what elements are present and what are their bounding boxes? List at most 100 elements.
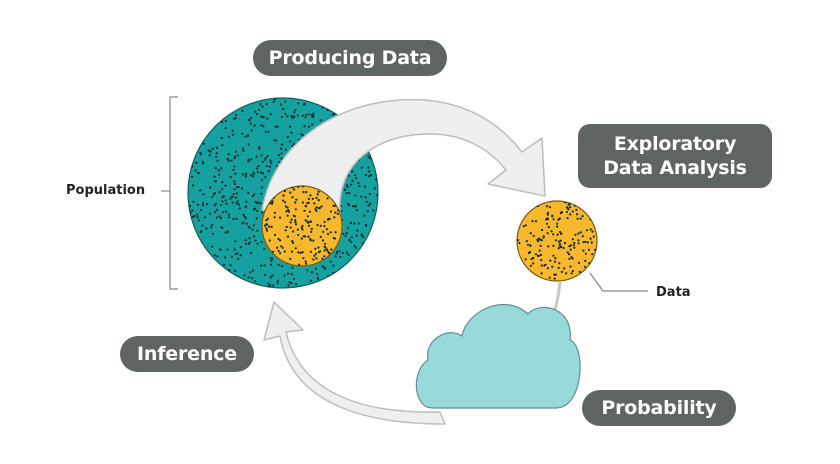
- speckle-dot: [583, 265, 587, 268]
- speckle-dot: [357, 181, 360, 185]
- speckle-dot: [285, 225, 288, 229]
- speckle-dot: [245, 200, 248, 203]
- speckle-dot: [368, 157, 371, 160]
- speckle-dot: [291, 266, 294, 269]
- speckle-dot: [232, 168, 235, 171]
- speckle-dot: [244, 174, 247, 177]
- speckle-dot: [234, 240, 237, 243]
- speckle-dot: [256, 113, 259, 116]
- speckle-dot: [231, 129, 234, 132]
- speckle-dot: [284, 112, 287, 115]
- speckle-dot: [552, 233, 555, 236]
- speckle-dot: [294, 208, 297, 211]
- speckle-dot: [331, 113, 334, 116]
- speckle-dot: [301, 228, 304, 231]
- speckle-dot: [322, 230, 325, 233]
- speckle-dot: [365, 200, 368, 203]
- speckle-dot: [571, 238, 574, 241]
- speckle-dot: [263, 247, 266, 251]
- speckle-dot: [537, 254, 540, 257]
- speckle-dot: [253, 124, 256, 127]
- speckle-dot: [321, 257, 324, 260]
- speckle-dot: [232, 217, 235, 221]
- speckle-dot: [266, 223, 269, 226]
- speckle-dot: [226, 248, 229, 251]
- speckle-dot: [209, 186, 212, 189]
- speckle-dot: [350, 236, 353, 239]
- speckle-dot: [273, 216, 276, 219]
- speckle-dot: [575, 208, 578, 211]
- speckle-dot: [566, 217, 569, 220]
- speckle-dot: [579, 217, 582, 220]
- speckle-dot: [568, 253, 571, 256]
- speckle-dot: [293, 111, 296, 114]
- speckle-dot: [285, 210, 288, 213]
- speckle-dot: [270, 161, 273, 164]
- speckle-dot: [518, 241, 521, 245]
- speckle-dot: [279, 147, 283, 150]
- speckle-dot: [218, 215, 221, 218]
- speckle-dot: [323, 255, 326, 258]
- speckle-dot: [276, 125, 279, 128]
- speckle-dot: [286, 235, 290, 238]
- speckle-dot: [210, 196, 214, 199]
- speckle-dot: [546, 211, 550, 214]
- speckle-dot: [215, 208, 218, 211]
- speckle-dot: [252, 224, 255, 227]
- speckle-dot: [233, 165, 236, 168]
- speckle-dot: [235, 192, 238, 195]
- speckle-dot: [326, 249, 329, 252]
- speckle-dot: [211, 223, 214, 227]
- speckle-dot: [194, 169, 197, 172]
- speckle-dot: [244, 135, 247, 138]
- speckle-dot: [232, 193, 235, 196]
- speckle-dot: [369, 202, 372, 205]
- speckle-dot: [216, 255, 219, 258]
- speckle-dot: [208, 212, 211, 215]
- speckle-dot: [551, 215, 554, 218]
- speckle-dot: [199, 231, 202, 234]
- speckle-dot: [530, 257, 533, 261]
- speckle-dot: [225, 202, 228, 205]
- speckle-dot: [241, 109, 244, 112]
- speckle-dot: [280, 245, 283, 248]
- speckle-dot: [286, 214, 289, 217]
- speckle-dot: [556, 233, 559, 236]
- speckle-dot: [338, 250, 341, 253]
- speckle-dot: [193, 214, 196, 217]
- speckle-dot: [553, 260, 557, 263]
- speckle-dot: [311, 115, 314, 118]
- speckle-dot: [566, 251, 569, 254]
- speckle-dot: [557, 218, 560, 221]
- speckle-dot: [319, 224, 322, 227]
- speckle-dot: [251, 194, 254, 198]
- speckle-dot: [349, 221, 352, 225]
- speckle-dot: [261, 160, 264, 163]
- speckle-dot: [243, 274, 246, 277]
- speckle-dot: [536, 238, 539, 241]
- speckle-dot: [358, 184, 361, 188]
- speckle-dot: [569, 206, 572, 209]
- speckle-dot: [247, 158, 250, 161]
- speckle-dot: [345, 251, 348, 254]
- speckle-dot: [259, 202, 262, 205]
- speckle-dot: [326, 197, 329, 200]
- speckle-dot: [280, 143, 284, 146]
- speckle-dot: [241, 173, 245, 176]
- speckle-dot: [244, 206, 247, 209]
- speckle-dot: [261, 105, 264, 108]
- speckle-dot: [294, 223, 298, 226]
- speckle-dot: [196, 213, 199, 216]
- speckle-dot: [248, 241, 251, 244]
- speckle-dot: [242, 147, 245, 150]
- speckle-dot: [264, 130, 267, 133]
- speckle-dot: [280, 157, 283, 160]
- speckle-dot: [273, 138, 276, 141]
- speckle-dot: [522, 225, 525, 228]
- speckle-dot: [532, 234, 535, 237]
- speckle-dot: [197, 219, 201, 222]
- speckle-dot: [524, 258, 527, 261]
- speckle-dot: [239, 246, 242, 249]
- speckle-dot: [251, 269, 255, 272]
- speckle-dot: [546, 217, 549, 220]
